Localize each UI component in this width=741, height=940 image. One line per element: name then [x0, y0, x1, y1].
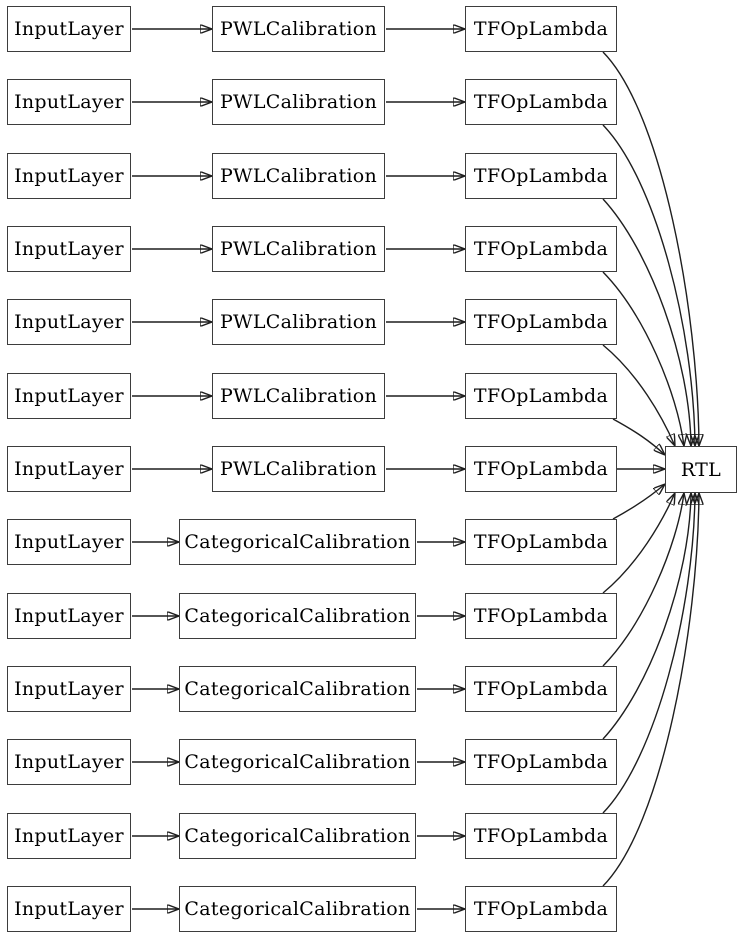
node-input-layer: InputLayer	[7, 6, 131, 52]
node-input-layer: InputLayer	[7, 299, 131, 345]
edge-lambda-rtl-1	[602, 124, 695, 446]
node-input-layer: InputLayer	[7, 593, 131, 639]
node-input-layer: InputLayer	[7, 153, 131, 199]
node-tf-op-lambda: TFOpLambda	[465, 446, 617, 492]
node-tf-op-lambda: TFOpLambda	[465, 79, 617, 125]
edge-lambda-rtl-10	[602, 493, 691, 740]
node-input-layer: InputLayer	[7, 79, 131, 125]
node-tf-op-lambda: TFOpLambda	[465, 739, 617, 785]
edge-lambda-rtl-7	[612, 484, 665, 520]
node-pwl-calibration: PWLCalibration	[212, 79, 385, 125]
node-tf-op-lambda: TFOpLambda	[465, 299, 617, 345]
node-categorical-calibration: CategoricalCalibration	[179, 813, 416, 859]
edge-lambda-rtl-4	[602, 344, 675, 446]
node-tf-op-lambda: TFOpLambda	[465, 6, 617, 52]
edges-input-to-calibration	[132, 29, 212, 909]
node-categorical-calibration: CategoricalCalibration	[179, 519, 416, 565]
edge-lambda-rtl-5	[612, 418, 665, 455]
edges-calibration-to-lambda	[386, 29, 465, 909]
node-input-layer: InputLayer	[7, 446, 131, 492]
node-tf-op-lambda: TFOpLambda	[465, 153, 617, 199]
node-input-layer: InputLayer	[7, 739, 131, 785]
node-input-layer: InputLayer	[7, 813, 131, 859]
node-input-layer: InputLayer	[7, 519, 131, 565]
node-categorical-calibration: CategoricalCalibration	[179, 886, 416, 932]
node-tf-op-lambda: TFOpLambda	[465, 813, 617, 859]
edge-lambda-rtl-8	[602, 493, 675, 594]
node-pwl-calibration: PWLCalibration	[212, 299, 385, 345]
node-pwl-calibration: PWLCalibration	[212, 373, 385, 419]
edge-lambda-rtl-12	[602, 493, 699, 887]
node-categorical-calibration: CategoricalCalibration	[179, 739, 416, 785]
node-tf-op-lambda: TFOpLambda	[465, 373, 617, 419]
node-input-layer: InputLayer	[7, 226, 131, 272]
node-input-layer: InputLayer	[7, 373, 131, 419]
edge-lambda-rtl-3	[602, 271, 684, 446]
node-tf-op-lambda: TFOpLambda	[465, 226, 617, 272]
node-pwl-calibration: PWLCalibration	[212, 226, 385, 272]
node-tf-op-lambda: TFOpLambda	[465, 886, 617, 932]
edge-lambda-rtl-9	[602, 493, 684, 667]
node-pwl-calibration: PWLCalibration	[212, 446, 385, 492]
node-input-layer: InputLayer	[7, 666, 131, 712]
node-pwl-calibration: PWLCalibration	[212, 6, 385, 52]
node-tf-op-lambda: TFOpLambda	[465, 519, 617, 565]
edges-lambda-to-rtl	[602, 51, 699, 887]
node-pwl-calibration: PWLCalibration	[212, 153, 385, 199]
node-categorical-calibration: CategoricalCalibration	[179, 666, 416, 712]
node-tf-op-lambda: TFOpLambda	[465, 593, 617, 639]
edge-lambda-rtl-0	[602, 51, 699, 446]
node-categorical-calibration: CategoricalCalibration	[179, 593, 416, 639]
node-rtl: RTL	[665, 446, 737, 493]
edge-lambda-rtl-11	[602, 493, 695, 814]
edge-lambda-rtl-2	[602, 198, 691, 446]
node-tf-op-lambda: TFOpLambda	[465, 666, 617, 712]
node-input-layer: InputLayer	[7, 886, 131, 932]
